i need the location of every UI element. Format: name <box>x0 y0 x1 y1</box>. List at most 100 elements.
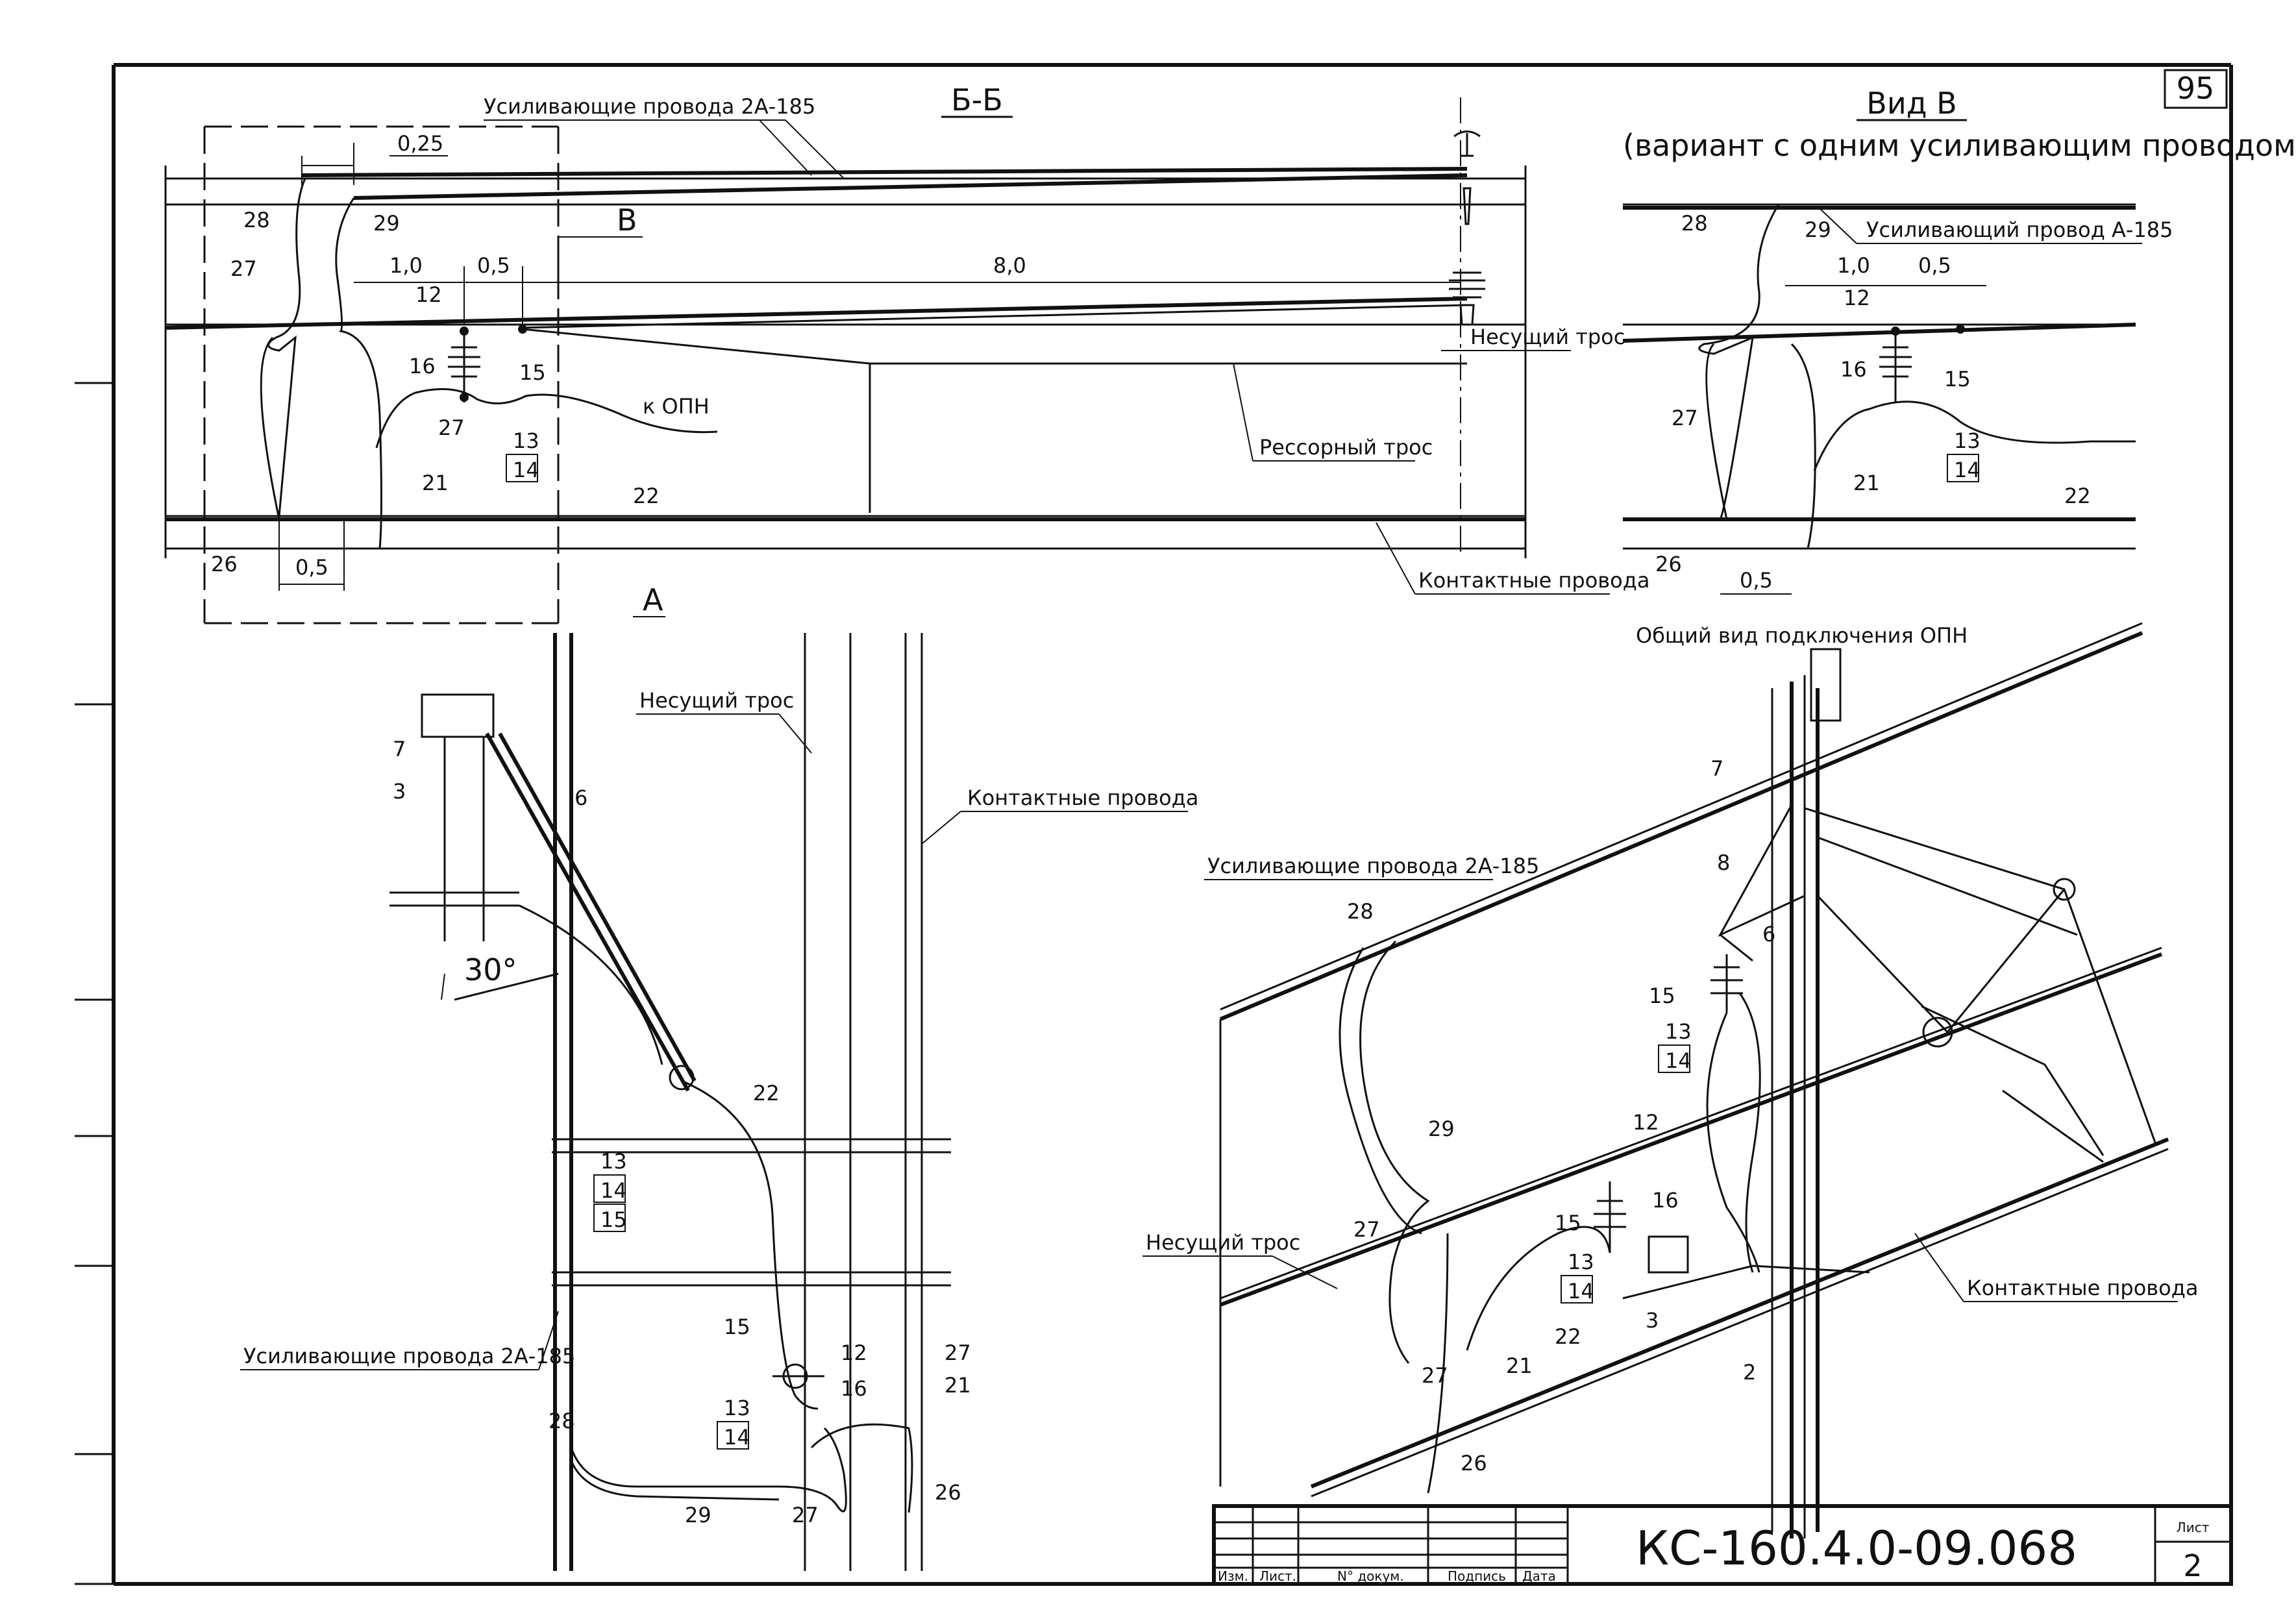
plan-a-messenger-label: Несущий трос <box>639 688 794 713</box>
pos-13-a: 13 <box>600 1149 627 1174</box>
pos-21-a: 21 <box>944 1373 971 1398</box>
view-v-subtitle: (вариант с одним усиливающим проводом) <box>1623 128 2296 163</box>
pos-26-bb: 26 <box>211 552 238 576</box>
pos-14-a: 14 <box>600 1178 627 1203</box>
pos-22-iso: 22 <box>1555 1324 1581 1349</box>
pos-7-iso: 7 <box>1710 756 1723 781</box>
pos-15-v: 15 <box>1944 367 1971 391</box>
pos-27-v: 27 <box>1672 406 1698 430</box>
pos-12-v: 12 <box>1844 286 1870 310</box>
view-v-dim-10: 1,0 <box>1837 253 1870 278</box>
section-bb-arrester-label: к ОПН <box>643 394 710 419</box>
pos-21-bb: 21 <box>422 471 449 495</box>
pos-15-bb: 15 <box>519 360 546 385</box>
pos-14-iso: 14 <box>1665 1048 1692 1073</box>
arrester-bb <box>448 325 527 402</box>
pos-7-a: 7 <box>393 737 406 761</box>
pos-27b-bb: 27 <box>438 415 465 440</box>
pos-29-v: 29 <box>1805 217 1831 242</box>
tb-header-doc-no: N° докум. <box>1337 1568 1404 1584</box>
pos-14-bb: 14 <box>513 458 539 482</box>
plan-a-reinforcing-label: Усиливающие провода 2А-185 <box>243 1344 575 1368</box>
iso-title: Общий вид подключения ОПН <box>1636 623 1968 648</box>
dimensions-bb: 0,25 1,0 0,5 8,0 0,5 <box>278 131 1461 591</box>
section-bb-messenger-label: Несущий трос <box>1470 325 1625 349</box>
sheet-frame <box>75 63 2233 1586</box>
pos-13b-a: 13 <box>724 1396 750 1420</box>
pos-28-bb: 28 <box>243 208 270 232</box>
pos-21-iso: 21 <box>1506 1353 1533 1378</box>
view-mark-v: В <box>617 203 637 238</box>
view-v-dim-05-top: 0,5 <box>1918 253 1951 278</box>
pos-28-a: 28 <box>549 1409 575 1433</box>
pos-22-bb: 22 <box>633 484 660 508</box>
pos-3-a: 3 <box>393 779 406 804</box>
pos-15-iso: 15 <box>1649 983 1675 1008</box>
view-v-reinforcing-label: Усиливающий провод А-185 <box>1866 217 2173 242</box>
iso-messenger-label: Несущий трос <box>1146 1230 1300 1255</box>
pos-14-v: 14 <box>1954 458 1981 482</box>
iso-contact-wires-label: Контактные провода <box>1967 1276 2198 1300</box>
pos-15b-a: 15 <box>724 1315 750 1339</box>
pos-16-v: 16 <box>1840 357 1867 382</box>
pos-26-v: 26 <box>1655 552 1682 576</box>
pos-27b-a: 27 <box>792 1503 819 1527</box>
pos-12-iso: 12 <box>1633 1110 1659 1135</box>
pos-27-iso: 27 <box>1353 1217 1380 1242</box>
pos-29-bb: 29 <box>373 211 400 236</box>
tb-header-sheet: Лист. <box>1259 1568 1296 1584</box>
pos-15b-iso: 15 <box>1555 1211 1581 1235</box>
dim-025: 0,25 <box>397 131 443 156</box>
view-v-dim-05-bottom: 0,5 <box>1740 568 1773 593</box>
pos-27b-iso: 27 <box>1422 1363 1448 1388</box>
view-v-title: Вид В <box>1866 86 1957 121</box>
pos-26-a: 26 <box>935 1480 961 1505</box>
pos-12-bb: 12 <box>415 282 442 307</box>
plan-a-angle: 30° <box>464 952 517 987</box>
pos-26-iso: 26 <box>1461 1451 1487 1476</box>
pos-15-a: 15 <box>600 1207 627 1232</box>
section-bb-title: Б-Б <box>951 82 1003 117</box>
pos-8-iso: 8 <box>1717 850 1730 875</box>
iso-pole <box>1771 648 1842 1538</box>
tb-header-signature: Подпись <box>1448 1568 1506 1584</box>
page-number: 95 <box>2177 71 2215 106</box>
dim-10: 1,0 <box>389 253 423 278</box>
iso-arrester-lower <box>1594 1181 1870 1300</box>
pos-29-a: 29 <box>685 1503 711 1527</box>
iso-view: Общий вид подключения ОПН <box>1142 622 2198 1538</box>
dim-05-top: 0,5 <box>477 253 510 278</box>
section-bb-contact-wires-label: Контактные провода <box>1418 568 1649 593</box>
pos-29-iso: 29 <box>1428 1117 1455 1141</box>
pos-27-bb: 27 <box>230 256 257 281</box>
pos-28-v: 28 <box>1681 211 1708 236</box>
pos-14b-iso: 14 <box>1568 1279 1594 1303</box>
pos-22-v: 22 <box>2064 484 2091 508</box>
arrester-a <box>772 1363 824 1389</box>
pos-21-v: 21 <box>1853 471 1880 495</box>
list-number: 2 <box>2183 1548 2202 1583</box>
title-block: Изм. Лист. N° докум. Подпись Дата КС-160… <box>1212 1504 2233 1586</box>
list-label: Лист <box>2177 1520 2210 1535</box>
document-code: КС-160.4.0-09.068 <box>1636 1521 2077 1575</box>
pos-16-a: 16 <box>841 1376 867 1401</box>
pos-27-a: 27 <box>944 1340 971 1365</box>
section-bb: Б-Б Усиливающие провода 2А-185 <box>164 82 1649 624</box>
pos-2-iso: 2 <box>1743 1360 1756 1385</box>
page-number-box: 95 <box>2164 69 2228 109</box>
pos-6-iso: 6 <box>1762 922 1775 946</box>
pos-16-bb: 16 <box>409 354 436 378</box>
iso-reinforcing-label: Усиливающие провода 2А-185 <box>1207 854 1539 878</box>
iso-arrester-upper <box>1710 954 1743 1013</box>
bracket-assembly <box>389 693 697 1092</box>
pos-12-a: 12 <box>841 1340 867 1365</box>
view-v: Вид В (вариант с одним усиливающим прово… <box>1622 86 2296 595</box>
pos-28-iso: 28 <box>1347 899 1374 924</box>
insulator-assembly <box>1449 130 1485 326</box>
dim-05-bottom: 0,5 <box>295 555 328 580</box>
dim-80: 8,0 <box>993 253 1026 278</box>
pos-13-v: 13 <box>1954 428 1981 453</box>
pos-13b-iso: 13 <box>1568 1250 1594 1274</box>
section-mark-a: А <box>643 582 663 617</box>
